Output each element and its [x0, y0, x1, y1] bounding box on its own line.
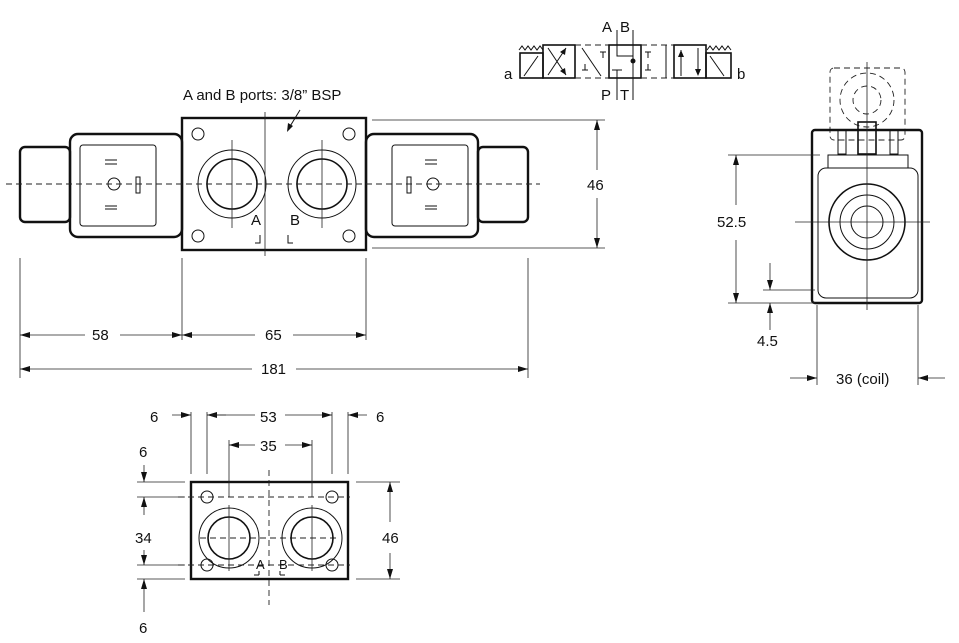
- port-b-label: B: [620, 19, 630, 36]
- dim-34: 34: [135, 530, 152, 547]
- dim-53: 53: [260, 409, 277, 426]
- front-view: A and B ports: 3/8” BSP A B 46 58 65 181: [6, 87, 605, 378]
- port-a-label: A: [602, 19, 612, 36]
- dim-6-right: 6: [376, 409, 384, 426]
- hydraulic-symbol: a b A B P T: [504, 19, 745, 104]
- dim-6-bottom: 6: [139, 620, 147, 637]
- dim-46: 46: [382, 530, 399, 547]
- dim-6-left: 6: [150, 409, 158, 426]
- dim-181: 181: [261, 361, 286, 378]
- dim-58: 58: [92, 327, 109, 344]
- side-view: 52.5 4.5 36 (coil): [717, 62, 945, 388]
- port-p-label: P: [601, 87, 611, 104]
- dim-52-5: 52.5: [717, 214, 746, 231]
- port-t-label: T: [620, 87, 629, 104]
- dim-65: 65: [265, 327, 282, 344]
- interface-view: A B 6 53 6 35 6 34 6 46: [135, 409, 400, 637]
- solenoid-a-label: a: [504, 66, 513, 83]
- dim-4-5: 4.5: [757, 333, 778, 350]
- port-a-label: A: [251, 212, 261, 229]
- port-b-label: B: [290, 212, 300, 229]
- port-b-label: B: [279, 557, 288, 572]
- dim-height-46: 46: [587, 177, 604, 194]
- dim-36-coil: 36 (coil): [836, 371, 889, 388]
- dim-35: 35: [260, 438, 277, 455]
- solenoid-b-label: b: [737, 66, 745, 83]
- dim-6-top: 6: [139, 444, 147, 461]
- port-note: A and B ports: 3/8” BSP: [183, 87, 341, 104]
- port-a-label: A: [256, 557, 265, 572]
